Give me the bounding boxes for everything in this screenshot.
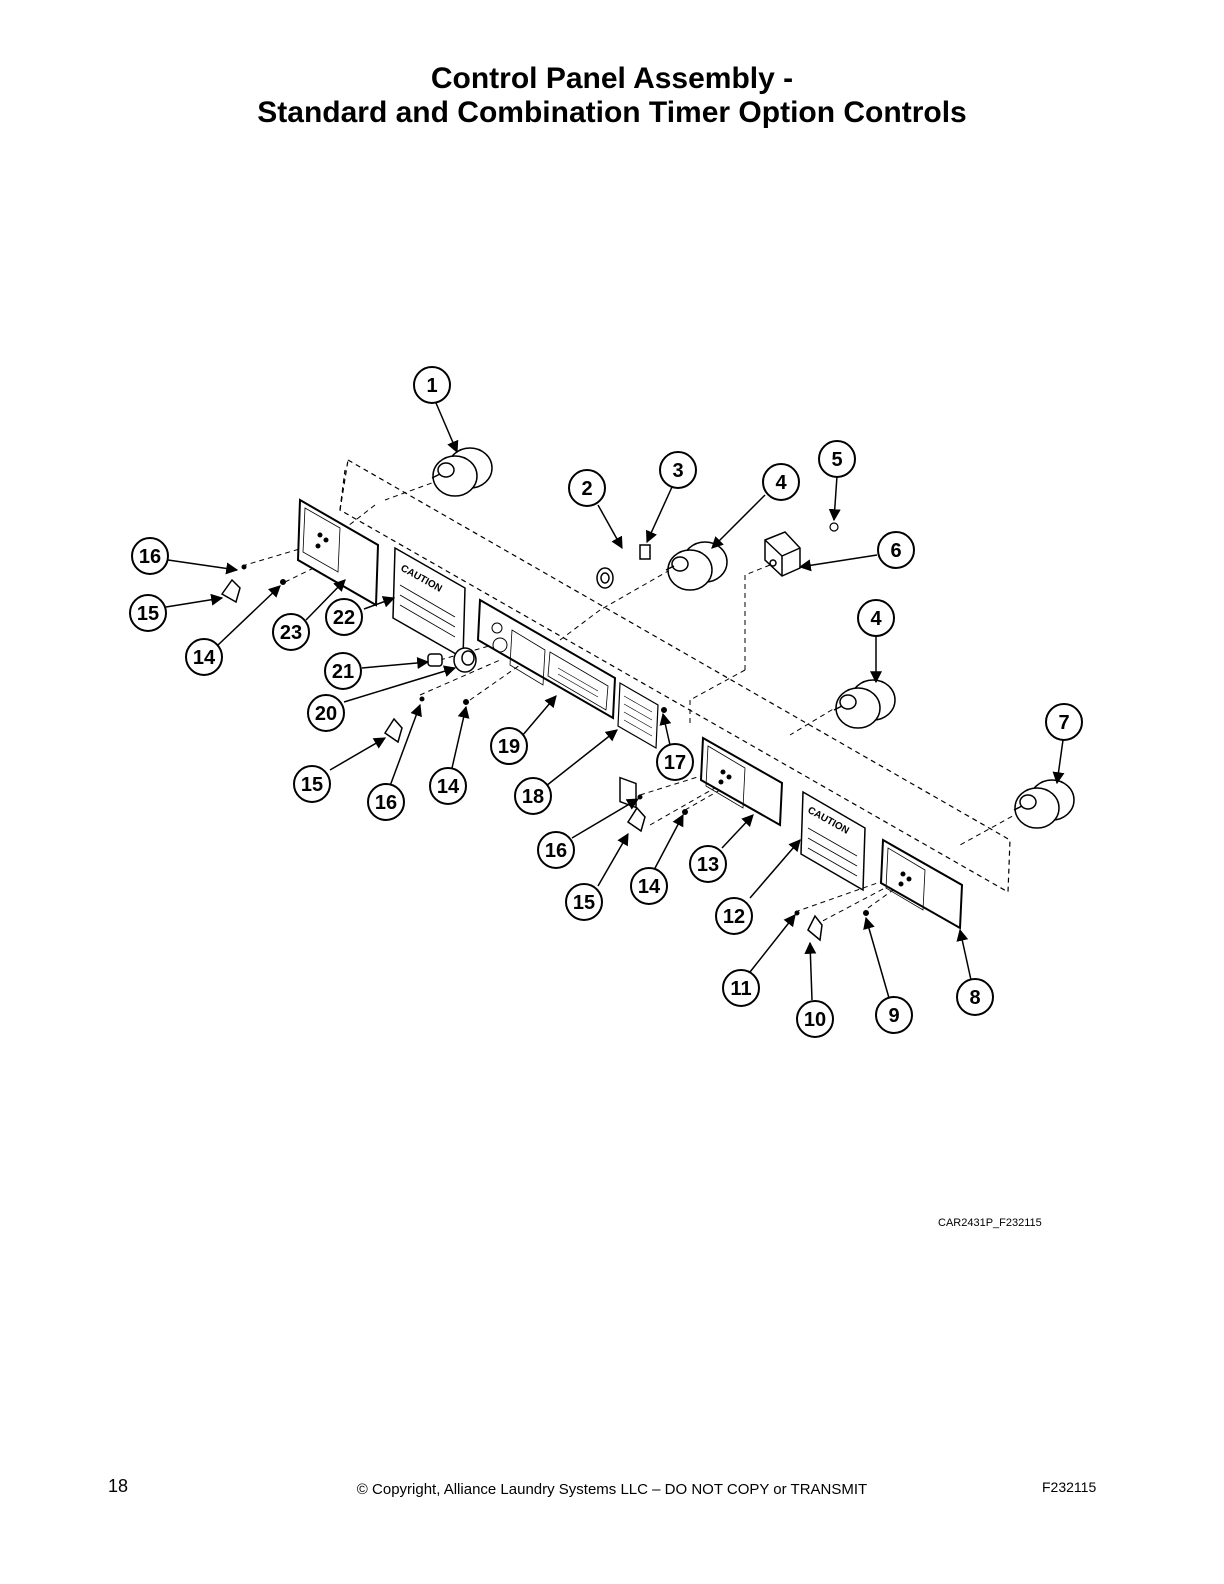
- timer-1: [431, 447, 493, 497]
- callout-15-right: 15: [565, 883, 603, 921]
- callout-11: 11: [722, 969, 760, 1007]
- svg-text:22: 22: [333, 607, 355, 629]
- right-caution-decal: CAUTION: [800, 790, 866, 892]
- right-timer-decal: [879, 838, 964, 930]
- callout-8: 8: [956, 978, 994, 1016]
- callout-10: 10: [796, 1000, 834, 1038]
- push-button-assembly: [427, 647, 477, 673]
- svg-text:23: 23: [280, 622, 302, 644]
- copyright-notice: © Copyright, Alliance Laundry Systems LL…: [356, 1481, 868, 1498]
- svg-text:3: 3: [672, 460, 683, 482]
- callout-14-right: 14: [630, 867, 668, 905]
- title-line-1: Control Panel Assembly -: [430, 62, 794, 95]
- svg-text:15: 15: [573, 892, 595, 914]
- svg-text:15: 15: [301, 774, 323, 796]
- callout-3: 3: [659, 451, 697, 489]
- svg-text:20: 20: [315, 703, 337, 725]
- callout-19: 19: [490, 727, 528, 765]
- left-timer-decal: [296, 498, 380, 607]
- nut-5: [829, 522, 839, 532]
- leader-lines: [165, 402, 1065, 1001]
- svg-text:16: 16: [375, 792, 397, 814]
- callout-4-lower: 4: [857, 599, 895, 637]
- svg-text:2: 2: [581, 478, 592, 500]
- left-caution-decal: CAUTION: [392, 546, 466, 660]
- svg-text:4: 4: [870, 608, 882, 630]
- callout-15-center: 15: [293, 765, 331, 803]
- svg-text:7: 7: [1058, 712, 1069, 734]
- callout-14-center: 14: [429, 767, 467, 805]
- callout-22: 22: [325, 598, 363, 636]
- callout-20: 20: [307, 694, 345, 732]
- timer-4-lower: [833, 679, 896, 729]
- assembly-guide-lines: [241, 479, 1021, 926]
- callout-23: 23: [272, 613, 310, 651]
- svg-text:14: 14: [638, 876, 661, 898]
- middle-timer-decal: [699, 736, 784, 827]
- timer-7: [1013, 779, 1075, 829]
- svg-text:16: 16: [139, 546, 161, 568]
- svg-text:1: 1: [426, 375, 437, 397]
- title-line-2: Standard and Combination Timer Option Co…: [257, 96, 967, 129]
- callout-4-upper: 4: [762, 463, 800, 501]
- document-code: F232115: [1042, 1479, 1097, 1495]
- svg-text:14: 14: [437, 776, 460, 798]
- page-title: Control Panel Assembly - Standard and Co…: [0, 62, 1224, 130]
- instruction-decal: [617, 681, 659, 750]
- svg-text:14: 14: [193, 647, 216, 669]
- callout-16-left: 16: [131, 537, 169, 575]
- drawing-id: CAR2431P_F232115: [938, 1217, 1042, 1229]
- callout-21: 21: [324, 652, 362, 690]
- callout-6: 6: [877, 531, 915, 569]
- svg-text:8: 8: [969, 987, 980, 1009]
- svg-text:5: 5: [831, 449, 842, 471]
- callout-17: 17: [656, 743, 694, 781]
- callout-15-left: 15: [129, 594, 167, 632]
- callout-7: 7: [1045, 703, 1083, 741]
- svg-text:21: 21: [332, 661, 354, 683]
- callout-14-left: 14: [185, 638, 223, 676]
- svg-text:17: 17: [664, 752, 686, 774]
- svg-text:12: 12: [723, 906, 745, 928]
- callout-1: 1: [413, 366, 451, 404]
- page-number: 18: [108, 1476, 129, 1496]
- svg-text:13: 13: [697, 854, 719, 876]
- callout-16-center: 16: [367, 783, 405, 821]
- svg-text:18: 18: [522, 786, 544, 808]
- callout-12: 12: [715, 897, 753, 935]
- screws: [241, 564, 869, 916]
- svg-text:15: 15: [137, 603, 159, 625]
- callout-2: 2: [568, 469, 606, 507]
- svg-text:6: 6: [890, 540, 901, 562]
- center-control-decal: [476, 598, 617, 720]
- svg-text:9: 9: [888, 1005, 899, 1027]
- callout-13: 13: [689, 845, 727, 883]
- svg-text:4: 4: [775, 472, 787, 494]
- callout-9: 9: [875, 996, 913, 1034]
- control-panel-outline: [339, 459, 1011, 894]
- svg-text:19: 19: [498, 736, 520, 758]
- callouts: 1 2 3 4 5 6 16 15 23 22 14 21 20 4 7 15 …: [129, 366, 1083, 1038]
- timer-4-upper: [665, 541, 728, 591]
- knobs: [220, 578, 823, 942]
- callout-16-right: 16: [537, 831, 575, 869]
- svg-text:11: 11: [730, 978, 751, 1000]
- module-box: [764, 531, 801, 577]
- svg-text:16: 16: [545, 840, 567, 862]
- callout-5: 5: [818, 440, 856, 478]
- callout-18: 18: [514, 777, 552, 815]
- svg-text:10: 10: [804, 1009, 826, 1031]
